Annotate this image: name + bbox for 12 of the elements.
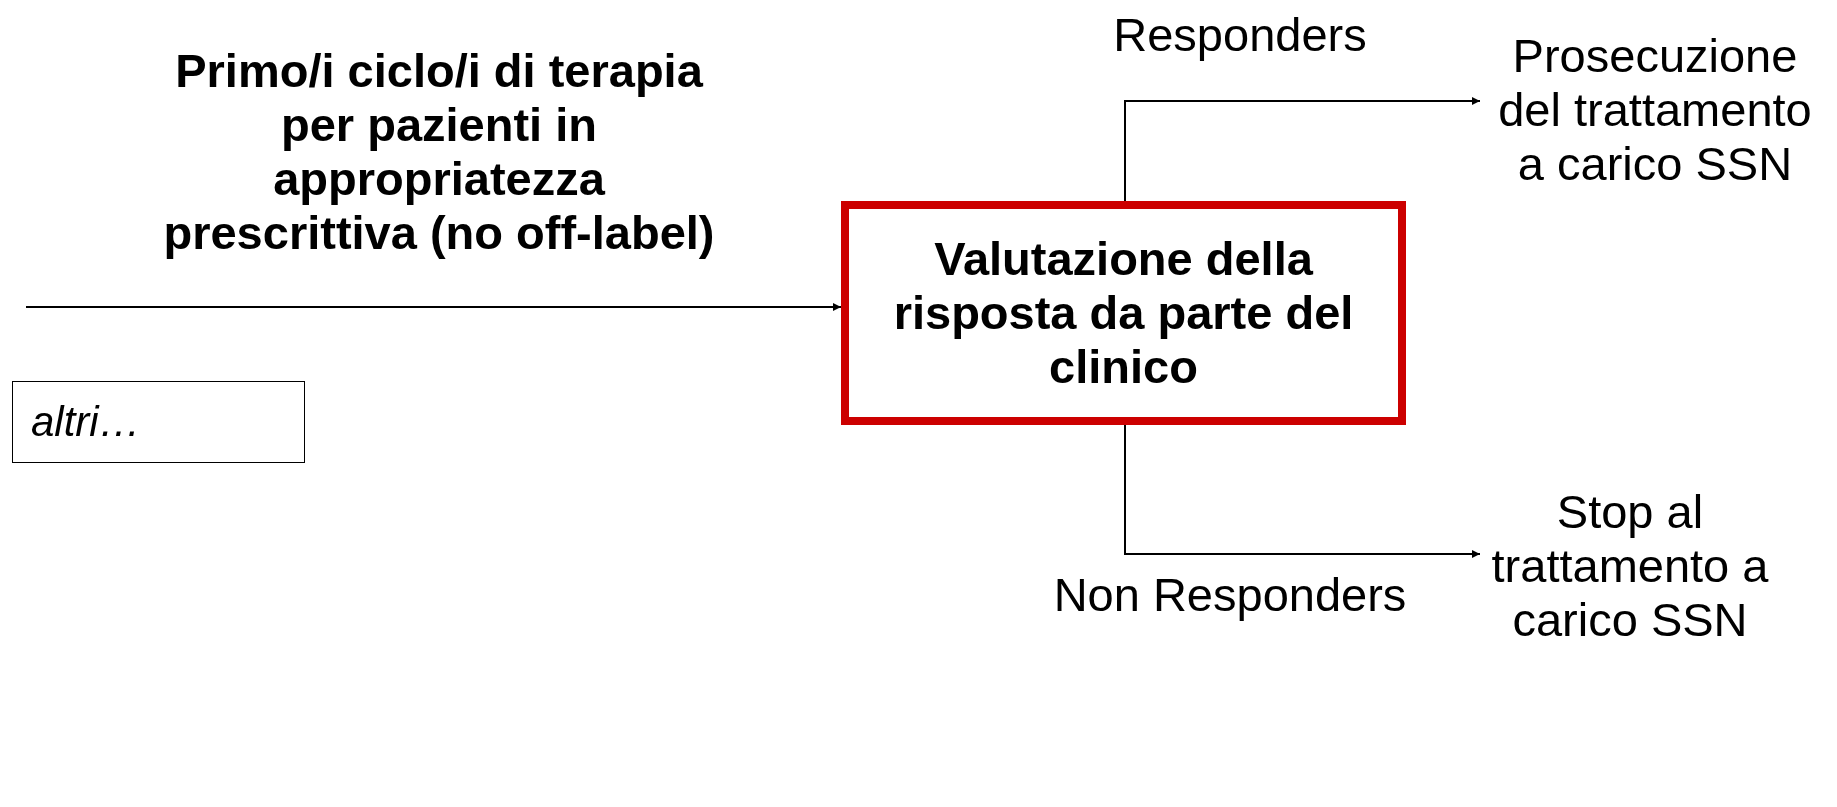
arrow [1124, 97, 1481, 202]
list-box [12, 381, 305, 463]
outcome-text: Prosecuzione del trattamento a carico SSN [1480, 29, 1830, 194]
arrow [1124, 424, 1481, 558]
list-item: altri… [31, 397, 141, 447]
outcome-text: Stop al trattamento a carico SSN [1480, 485, 1780, 650]
arrow [25, 303, 842, 311]
edge-label: Responders [1112, 8, 1368, 63]
box-text: Valutazione della risposta da parte del clinico [892, 231, 1355, 395]
edge-label: Primo/i ciclo/i di terapia per pazienti in appropriatezza prescrittiva (no off-label) [162, 44, 716, 261]
process-box [841, 201, 1406, 425]
edge-label: Non Responders [1052, 568, 1408, 623]
